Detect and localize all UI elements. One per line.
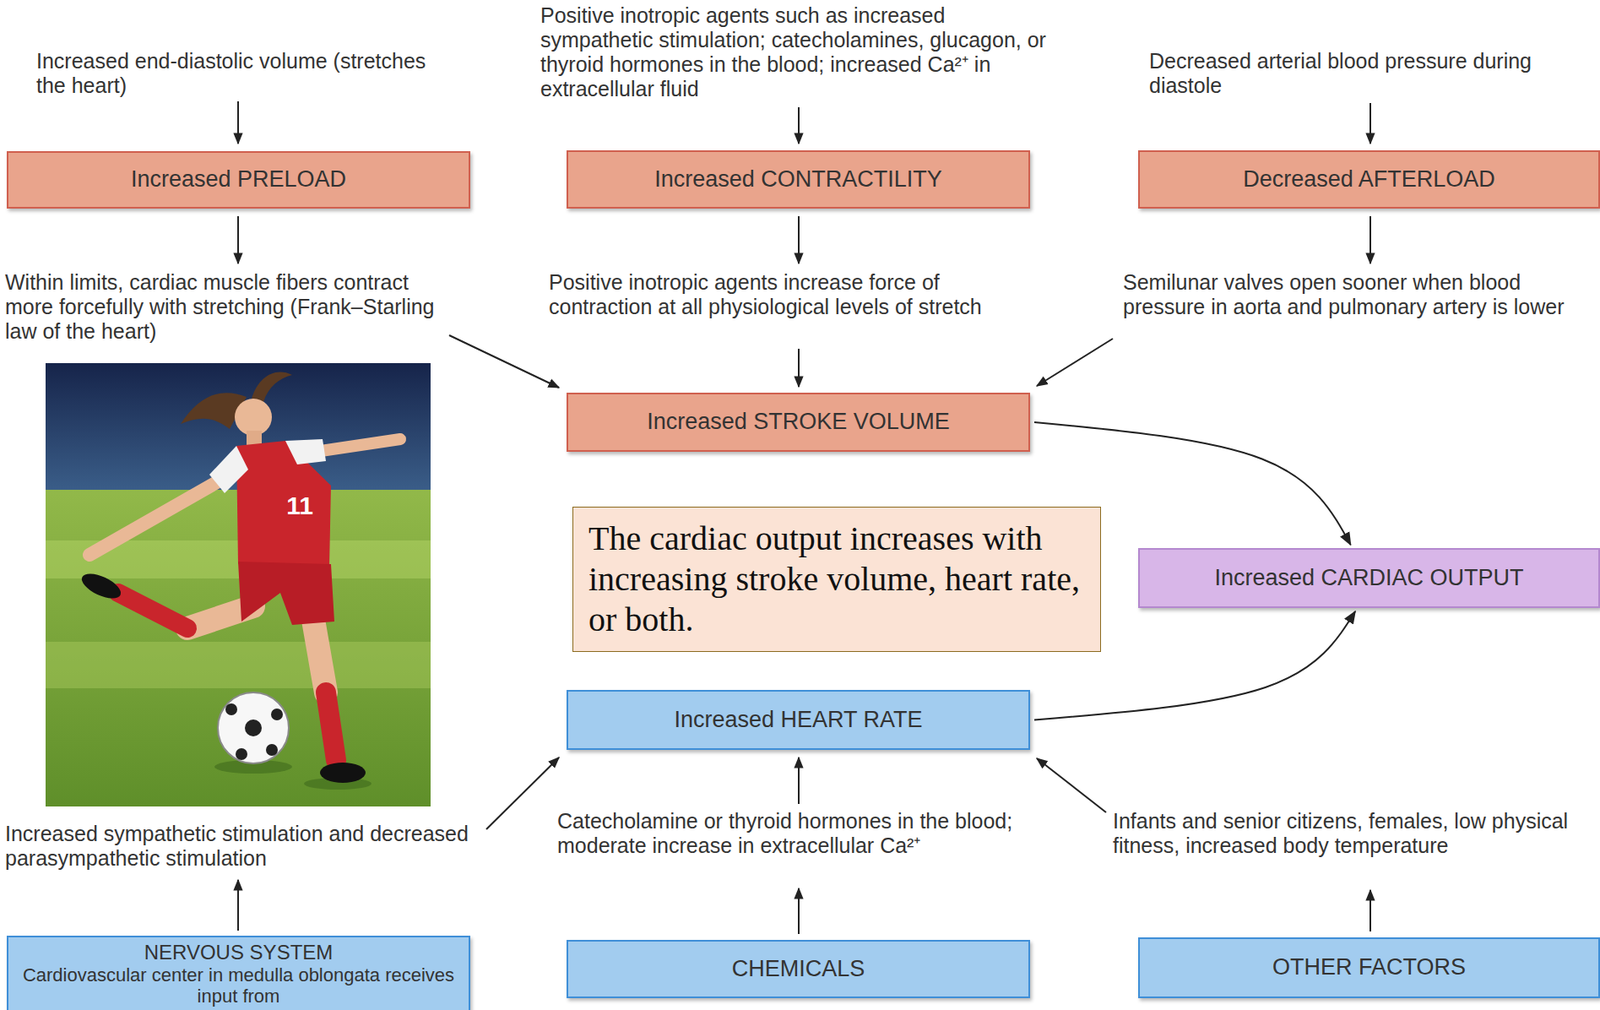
box-body: Cardiovascular center in medulla oblonga… <box>8 964 469 1008</box>
source-box: NERVOUS SYSTEMCardiovascular center in m… <box>6 935 471 1010</box>
ball-patch <box>271 708 283 721</box>
leader-arrow <box>1036 758 1107 813</box>
leader-arrow <box>797 216 800 264</box>
ball-patch <box>225 703 238 716</box>
cause-note: Increased sympathetic stimulation and de… <box>5 821 478 871</box>
cause-note: Increased end-diastolic volume (stretche… <box>36 48 459 98</box>
player-arm <box>89 479 222 555</box>
leader-arrow <box>1369 889 1372 932</box>
player-sock <box>118 592 188 629</box>
player-sock <box>325 692 337 760</box>
jersey-number: 11 <box>270 491 330 521</box>
leader-arrow <box>237 216 239 264</box>
player-shorts <box>238 561 335 625</box>
result-box: Increased STROKE VOLUME <box>566 392 1031 452</box>
leader-arrow <box>237 879 239 931</box>
player-leg <box>312 614 326 693</box>
note-text: The cardiac output increases with increa… <box>588 518 1085 640</box>
cause-note: Decreased arterial blood pressure during… <box>1149 48 1589 98</box>
cause-note: Infants and senior citizens, females, lo… <box>1112 808 1595 858</box>
player-shoe <box>78 568 125 603</box>
box-title: OTHER FACTORS <box>1272 954 1466 981</box>
source-box: OTHER FACTORS <box>1138 937 1600 998</box>
player-shoe <box>320 762 366 783</box>
grass-stripe <box>45 641 431 689</box>
player-head <box>234 398 272 436</box>
ball-patch <box>235 748 248 760</box>
note-box: The cardiac output increases with increa… <box>572 506 1102 652</box>
soccer-photo <box>45 363 431 807</box>
outcome-box: Increased CARDIAC OUTPUT <box>1138 547 1600 608</box>
ball-patch <box>244 719 262 737</box>
leader-arrow <box>1369 103 1372 144</box>
box-title: Increased CARDIAC OUTPUT <box>1214 564 1524 592</box>
leader-arrow <box>797 757 800 804</box>
mechanism-note: Within limits, cardiac muscle fibers con… <box>5 270 445 344</box>
ball-patch <box>265 743 278 756</box>
photo-grass <box>45 363 431 807</box>
leader-arrow <box>797 888 800 934</box>
box-heading: NERVOUS SYSTEM <box>144 940 334 965</box>
jersey-sleeve <box>209 445 249 494</box>
source-box: CHEMICALS <box>566 939 1031 998</box>
result-box: Increased HEART RATE <box>566 689 1031 750</box>
cause-note: Catecholamine or thyroid hormones in the… <box>557 808 1064 858</box>
soccer-ball <box>217 692 289 764</box>
box-title: Increased HEART RATE <box>673 706 923 733</box>
box-title: Increased CONTRACTILITY <box>654 166 943 193</box>
mechanism-note: Semilunar valves open sooner when blood … <box>1122 270 1592 320</box>
player-arm <box>320 439 401 451</box>
leader-arrow <box>797 348 800 387</box>
factor-box: Increased PRELOAD <box>6 151 471 209</box>
player-hair <box>251 371 293 402</box>
box-title: Increased STROKE VOLUME <box>646 408 950 435</box>
mechanism-note: Positive inotropic agents increase force… <box>548 270 1022 320</box>
box-title: Decreased AFTERLOAD <box>1242 166 1496 193</box>
leader-arrow <box>1369 216 1372 264</box>
leader-arrow <box>797 107 800 144</box>
box-title: Increased PRELOAD <box>130 166 347 193</box>
factor-box: Decreased AFTERLOAD <box>1138 150 1600 209</box>
box-title: CHEMICALS <box>732 955 866 982</box>
leader-arrow <box>486 757 559 830</box>
leader-arrow <box>237 101 239 144</box>
cause-note: Positive inotropic agents such as increa… <box>540 3 1047 102</box>
jersey-sleeve <box>285 439 326 465</box>
factor-box: Increased CONTRACTILITY <box>566 150 1031 209</box>
leader-arrow <box>449 335 559 388</box>
leader-arrow <box>1036 338 1113 386</box>
